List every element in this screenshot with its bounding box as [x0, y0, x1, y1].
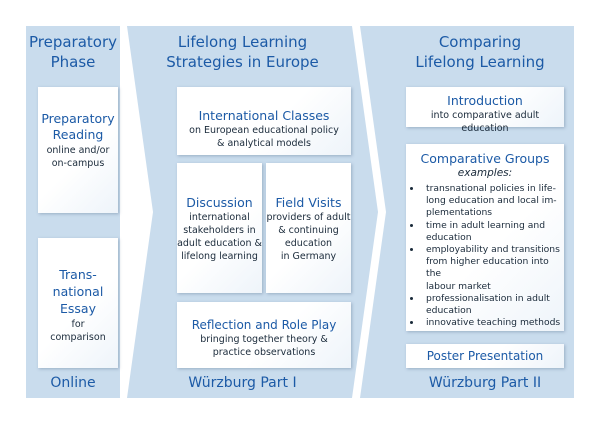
- box-introduction: Introduction into comparative adult educ…: [406, 87, 564, 134]
- group-example-line: time in adult learning and: [426, 219, 546, 231]
- group-example-line: long education and local im-: [426, 195, 557, 207]
- visits-title: Field Visits: [275, 195, 342, 210]
- group-example-line: plementations: [426, 207, 493, 219]
- reading-desc-line2: on-campus: [51, 158, 105, 169]
- group-example-line: education: [426, 231, 472, 243]
- visits-desc-line1: providers of adult: [266, 212, 351, 223]
- reflection-title: Reflection and Role Play: [191, 318, 337, 332]
- group-example-line: professionalisation in adult: [426, 292, 550, 304]
- box-reflection-role-play: Reflection and Role Play bringing togeth…: [177, 302, 351, 368]
- box-poster-presentation: Poster Presentation: [406, 344, 564, 368]
- classes-desc-line1: on European educational policy: [189, 125, 339, 136]
- group-example-item: innovative teaching methods: [422, 317, 564, 329]
- discussion-desc-line2: stakeholders in: [183, 225, 256, 236]
- box-preparatory-reading: Preparatory Reading online and/or on-cam…: [38, 87, 118, 213]
- footer-wurzburg-part-2: Würzburg Part II: [428, 375, 542, 391]
- visits-desc-line4: in Germany: [280, 251, 337, 262]
- group-example-line: innovative teaching methods: [426, 317, 561, 329]
- box-international-classes: International Classes on European educat…: [177, 87, 351, 155]
- group-example-line: from higher education into the: [426, 256, 549, 280]
- reflection-desc-line1: bringing together theory &: [200, 334, 328, 345]
- box-discussion: Discussion international stakeholders in…: [177, 163, 262, 293]
- classes-title: International Classes: [198, 108, 330, 123]
- footer-online: Online: [50, 375, 96, 391]
- box-transnational-essay: Trans- national Essay for comparison: [38, 238, 118, 368]
- group-example-line: labour market: [426, 280, 491, 292]
- discussion-desc-line1: international: [189, 212, 250, 223]
- classes-desc-line2: & analytical models: [217, 138, 311, 149]
- footer-wurzburg-part-1: Würzburg Part I: [188, 375, 297, 391]
- reading-desc-line1: online and/or: [46, 145, 110, 156]
- groups-title: Comparative Groups: [420, 151, 550, 166]
- poster-title: Poster Presentation: [426, 349, 544, 363]
- essay-title-line1: Trans-: [59, 267, 97, 282]
- box-comparative-groups: Comparative Groups examples: transnation…: [406, 144, 564, 331]
- intro-title: Introduction: [447, 93, 523, 108]
- intro-desc: into comparative adult education: [430, 110, 540, 134]
- essay-desc-line2: comparison: [50, 332, 106, 343]
- discussion-desc-line3: adult education &: [177, 238, 262, 249]
- group-example-line: employability and transitions: [426, 244, 560, 256]
- groups-list: transnational policies in life-long educ…: [406, 183, 564, 329]
- groups-subtitle: examples:: [457, 167, 513, 179]
- essay-title-line2: national: [52, 284, 104, 299]
- visits-desc-line2: & continuing: [278, 225, 339, 236]
- reading-title-line1: Preparatory: [41, 111, 115, 126]
- group-example-line: education: [426, 305, 472, 317]
- discussion-title: Discussion: [186, 195, 253, 210]
- visits-desc-line3: education: [284, 238, 333, 249]
- discussion-desc-line4: lifelong learning: [181, 251, 258, 262]
- reflection-desc-line2: practice observations: [212, 347, 316, 358]
- essay-desc-line1: for: [71, 319, 85, 330]
- group-example-line: transnational policies in life-: [426, 183, 556, 194]
- box-field-visits: Field Visits providers of adult & contin…: [266, 163, 351, 293]
- reading-title-line2: Reading: [52, 127, 104, 142]
- group-example-item: transnational policies in life-long educ…: [422, 183, 564, 220]
- essay-title-line3: Essay: [60, 301, 96, 316]
